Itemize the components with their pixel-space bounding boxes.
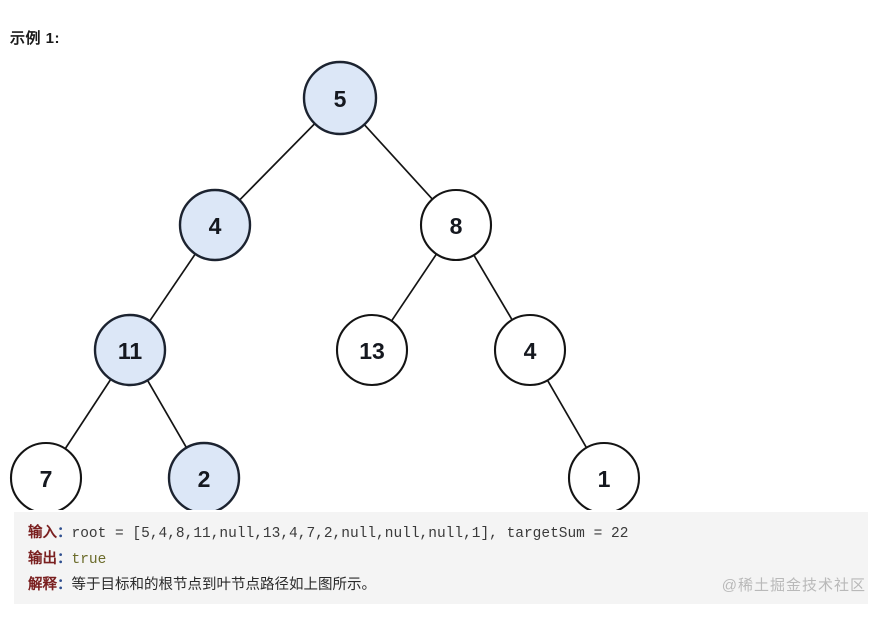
tree-node-circle[interactable] <box>167 441 241 510</box>
tree-node-circle[interactable] <box>93 313 167 387</box>
output-value: true <box>71 552 107 568</box>
tree-node-circle[interactable] <box>567 441 641 510</box>
tree-node-11-n11[interactable]: 11 <box>93 313 167 387</box>
explanation-line: 解释：等于目标和的根节点到叶节点路径如上图所示。 <box>28 573 868 599</box>
page-title: 示例 1: <box>10 30 61 47</box>
tree-edge-n5-n8 <box>363 124 434 200</box>
tree-edge-n4l-n11 <box>148 253 197 322</box>
tree-node-13-n13[interactable]: 13 <box>335 313 409 387</box>
tree-node-label: 1 <box>598 466 611 492</box>
tree-node-label: 5 <box>334 86 347 112</box>
tree-node-label: 4 <box>209 213 222 239</box>
tree-node-circle[interactable] <box>335 313 409 387</box>
tree-edge-n4r-n1 <box>546 379 588 449</box>
tree-node-label: 11 <box>118 338 143 364</box>
tree-node-circle[interactable] <box>419 188 493 262</box>
input-value: root = [5,4,8,11,null,13,4,7,2,null,null… <box>71 526 629 542</box>
tree-node-label: 8 <box>450 213 463 239</box>
watermark: @稀土掘金技术社区 <box>721 577 866 594</box>
input-colon: ： <box>57 525 72 541</box>
tree-node-label: 4 <box>524 338 537 364</box>
tree-node-label: 13 <box>359 338 385 364</box>
tree-edge-n11-n2 <box>146 379 188 449</box>
tree-node-7-n7[interactable]: 7 <box>9 441 83 510</box>
tree-node-8-n8[interactable]: 8 <box>419 188 493 262</box>
output-label: 输出 <box>28 551 57 567</box>
input-line: 输入：root = [5,4,8,11,null,13,4,7,2,null,n… <box>28 521 868 547</box>
tree-edge-n8-n4r <box>473 254 513 321</box>
tree-node-label: 7 <box>40 466 53 492</box>
tree-edge-n8-n13 <box>390 253 438 322</box>
tree-svg: 5 4 8 11 13 4 7 2 1 <box>9 60 641 510</box>
tree-node-1-n1[interactable]: 1 <box>567 441 641 510</box>
tree-edge-n11-n7 <box>64 378 112 450</box>
tree-node-5-n5[interactable]: 5 <box>302 60 378 136</box>
tree-node-circle[interactable] <box>178 188 252 262</box>
tree-edge-n5-n4l <box>238 123 316 201</box>
output-colon: ： <box>57 551 72 567</box>
tree-nodes-group: 5 4 8 11 13 4 7 2 1 <box>9 60 641 510</box>
tree-node-4-n4l[interactable]: 4 <box>178 188 252 262</box>
tree-edges-group <box>64 123 588 450</box>
output-line: 输出：true <box>28 547 868 573</box>
tree-node-circle[interactable] <box>9 441 83 510</box>
tree-node-circle[interactable] <box>493 313 567 387</box>
tree-node-4-n4r[interactable]: 4 <box>493 313 567 387</box>
binary-tree-figure: 5 4 8 11 13 4 7 2 1 <box>0 55 882 510</box>
input-label: 输入 <box>28 525 57 541</box>
explanation-colon: ： <box>57 577 72 593</box>
explanation-value: 等于目标和的根节点到叶节点路径如上图所示。 <box>71 577 377 593</box>
tree-node-2-n2[interactable]: 2 <box>167 441 241 510</box>
explanation-label: 解释 <box>28 577 57 593</box>
tree-node-circle[interactable] <box>302 60 378 136</box>
tree-node-label: 2 <box>198 466 211 492</box>
example-code-block: 输入：root = [5,4,8,11,null,13,4,7,2,null,n… <box>14 512 868 604</box>
